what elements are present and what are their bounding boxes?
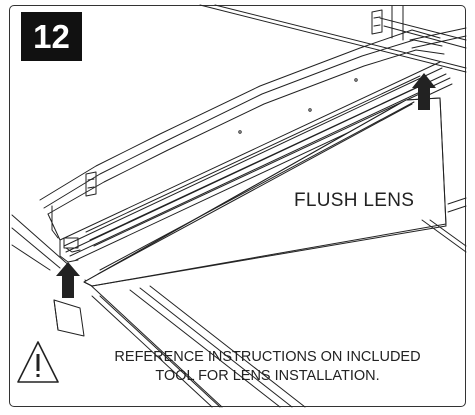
step-number-badge: 12 — [21, 12, 82, 61]
note-line-1: REFERENCE INSTRUCTIONS ON INCLUDED — [114, 349, 421, 365]
ceiling-grid — [11, 4, 467, 408]
part-label: FLUSH LENS — [294, 190, 415, 211]
fixture-housing — [39, 9, 453, 263]
installation-note: REFERENCE INSTRUCTIONS ON INCLUDED TOOL … — [80, 348, 455, 386]
warning-icon — [17, 341, 59, 383]
ceiling-grid-right — [421, 197, 467, 253]
note-line-2: TOOL FOR LENS INSTALLATION. — [155, 368, 380, 384]
up-arrow-icon — [412, 73, 436, 110]
up-arrow-icon — [56, 262, 80, 298]
installation-tool — [53, 299, 85, 337]
flush-lens-panel — [83, 97, 447, 287]
